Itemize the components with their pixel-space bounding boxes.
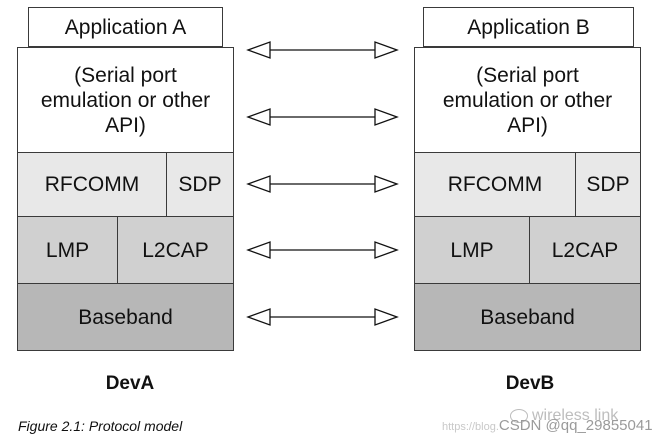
- arrow-application: [246, 41, 399, 59]
- baseband-label-a: Baseband: [78, 305, 173, 329]
- application-b-label: Application B: [467, 15, 590, 39]
- api-box-a: (Serial port emulation or other API): [17, 47, 234, 153]
- arrow-l2cap: [246, 241, 399, 259]
- application-a-box: Application A: [28, 7, 223, 47]
- sdp-label-b: SDP: [586, 173, 630, 196]
- baseband-box-b: Baseband: [414, 283, 641, 351]
- watermark-logo-text: wireless link: [532, 407, 619, 424]
- api-box-b: (Serial port emulation or other API): [414, 47, 641, 153]
- lmp-label-b: LMP: [450, 238, 494, 262]
- l2cap-label-b: L2CAP: [551, 238, 619, 262]
- baseband-box-a: Baseband: [17, 283, 234, 351]
- arrow-rfcomm: [246, 175, 399, 193]
- arrow-api: [246, 108, 399, 126]
- figure-caption: Figure 2.1: Protocol model: [18, 418, 183, 434]
- lmp-box-b: LMP: [414, 216, 530, 284]
- sdp-label-a: SDP: [178, 173, 222, 196]
- l2cap-box-a: L2CAP: [117, 216, 234, 284]
- watermark-text: https://blog.CSDN @qq_29855041: [442, 417, 653, 434]
- watermark-logo: wireless link: [510, 407, 618, 425]
- wechat-icon: [510, 409, 528, 423]
- baseband-label-b: Baseband: [480, 305, 575, 329]
- rfcomm-label-a: RFCOMM: [44, 173, 140, 196]
- lmp-box-a: LMP: [17, 216, 118, 284]
- watermark-prefix: https://blog.: [442, 421, 499, 433]
- lmp-label-a: LMP: [45, 238, 90, 262]
- l2cap-label-a: L2CAP: [142, 238, 209, 262]
- watermark-handle: CSDN @qq_29855041: [498, 417, 653, 434]
- watermark: wireless link https://blog.CSDN @qq_2985…: [442, 407, 653, 443]
- rfcomm-box-b: RFCOMM: [414, 152, 576, 217]
- api-label-a: (Serial port emulation or other API): [40, 63, 211, 137]
- l2cap-box-b: L2CAP: [529, 216, 641, 284]
- devb-label: DevB: [505, 373, 555, 394]
- rfcomm-label-b: RFCOMM: [447, 173, 543, 196]
- api-label-b: (Serial port emulation or other API): [442, 63, 613, 137]
- deva-label: DevA: [105, 373, 155, 394]
- application-b-box: Application B: [423, 7, 634, 47]
- arrow-baseband: [246, 308, 399, 326]
- application-a-label: Application A: [64, 15, 187, 39]
